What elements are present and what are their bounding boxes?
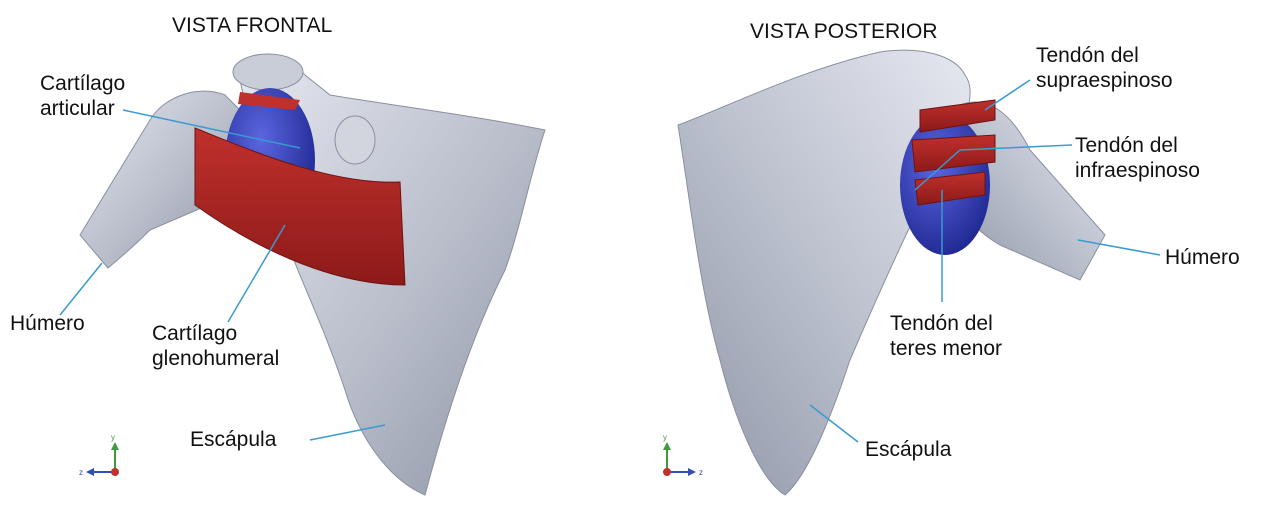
label-glenohumeral-line1: Cartílago <box>152 322 279 347</box>
label-supraspinatus-line2: supraespinoso <box>1036 69 1173 94</box>
back-axis-triad <box>663 442 696 476</box>
label-infraspinatus: Tendón del infraespinoso <box>1075 134 1200 184</box>
front-acromion <box>233 54 303 90</box>
label-articular-cartilage: Cartílago articular <box>40 72 125 122</box>
label-teres-line2: teres menor <box>890 337 1002 362</box>
label-teres-minor: Tendón del teres menor <box>890 312 1002 362</box>
front-view-title: VISTA FRONTAL <box>172 14 332 38</box>
leader-front-humerus <box>60 263 102 315</box>
back-axis-z-label: z <box>699 468 703 477</box>
back-view-title: VISTA POSTERIOR <box>750 20 937 44</box>
label-glenohumeral-line2: glenohumeral <box>152 347 279 372</box>
label-front-humerus: Húmero <box>10 312 85 337</box>
label-supraspinatus: Tendón del supraespinoso <box>1036 44 1173 94</box>
front-axis-triad <box>86 442 119 476</box>
front-axis-y-label: y <box>111 433 115 442</box>
label-infraspinatus-line1: Tendón del <box>1075 134 1200 159</box>
label-articular-cartilage-line2: articular <box>40 97 125 122</box>
front-axis-z-label: z <box>79 468 83 477</box>
front-view: y z <box>60 54 545 495</box>
label-articular-cartilage-line1: Cartílago <box>40 72 125 97</box>
label-teres-line1: Tendón del <box>890 312 1002 337</box>
leader-back-supraspinatus <box>985 80 1030 110</box>
label-front-scapula: Escápula <box>190 428 276 453</box>
label-glenohumeral-cartilage: Cartílago glenohumeral <box>152 322 279 372</box>
label-back-scapula: Escápula <box>865 438 951 463</box>
label-supraspinatus-line1: Tendón del <box>1036 44 1173 69</box>
back-view: y z <box>663 50 1160 495</box>
front-coracoid <box>335 116 375 164</box>
label-infraspinatus-line2: infraespinoso <box>1075 159 1200 184</box>
label-back-humerus: Húmero <box>1165 246 1240 271</box>
back-axis-y-label: y <box>663 433 667 442</box>
